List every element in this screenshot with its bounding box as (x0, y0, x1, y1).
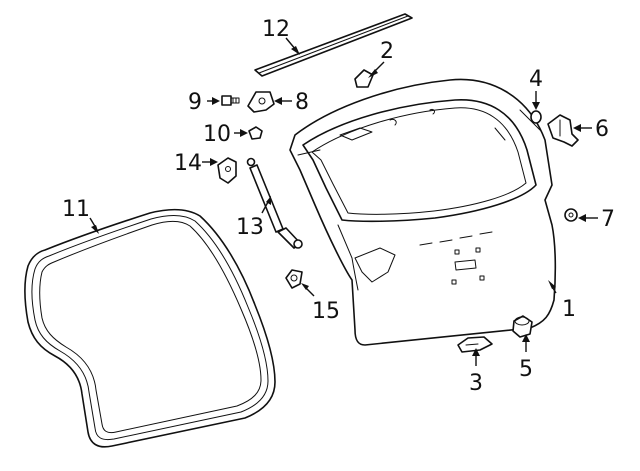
liftgate-panel (289, 78, 557, 346)
callout-12: 12 (262, 17, 290, 42)
callout-labels: 1 2 3 4 5 6 7 8 9 10 11 12 13 14 15 (62, 17, 615, 396)
leader-lines (89, 37, 598, 366)
callout-11: 11 (62, 197, 90, 222)
callout-1: 1 (562, 297, 576, 322)
clip (248, 126, 263, 140)
weatherstrip-seal (24, 208, 276, 448)
bumper-stop (285, 269, 303, 289)
hinge (247, 91, 275, 113)
callout-13: 13 (236, 215, 264, 240)
bumper-pad (354, 69, 374, 88)
callout-8: 8 (295, 90, 309, 115)
callout-9: 9 (188, 90, 202, 115)
washer (564, 208, 578, 222)
grommet (530, 110, 542, 124)
callout-3: 3 (469, 371, 483, 396)
callout-10: 10 (203, 122, 231, 147)
callout-7: 7 (601, 207, 615, 232)
callout-4: 4 (529, 67, 543, 92)
callout-6: 6 (595, 117, 609, 142)
callout-5: 5 (519, 357, 533, 382)
latch-switch (512, 315, 533, 338)
spoiler-seal-strip (254, 13, 413, 77)
handle-bracket (457, 336, 493, 353)
gas-strut (246, 157, 303, 249)
bolt (221, 95, 240, 106)
strut-bracket (217, 157, 237, 184)
sensor (547, 114, 579, 147)
callout-14: 14 (174, 151, 202, 176)
callout-2: 2 (380, 39, 394, 64)
callout-15: 15 (312, 299, 340, 324)
